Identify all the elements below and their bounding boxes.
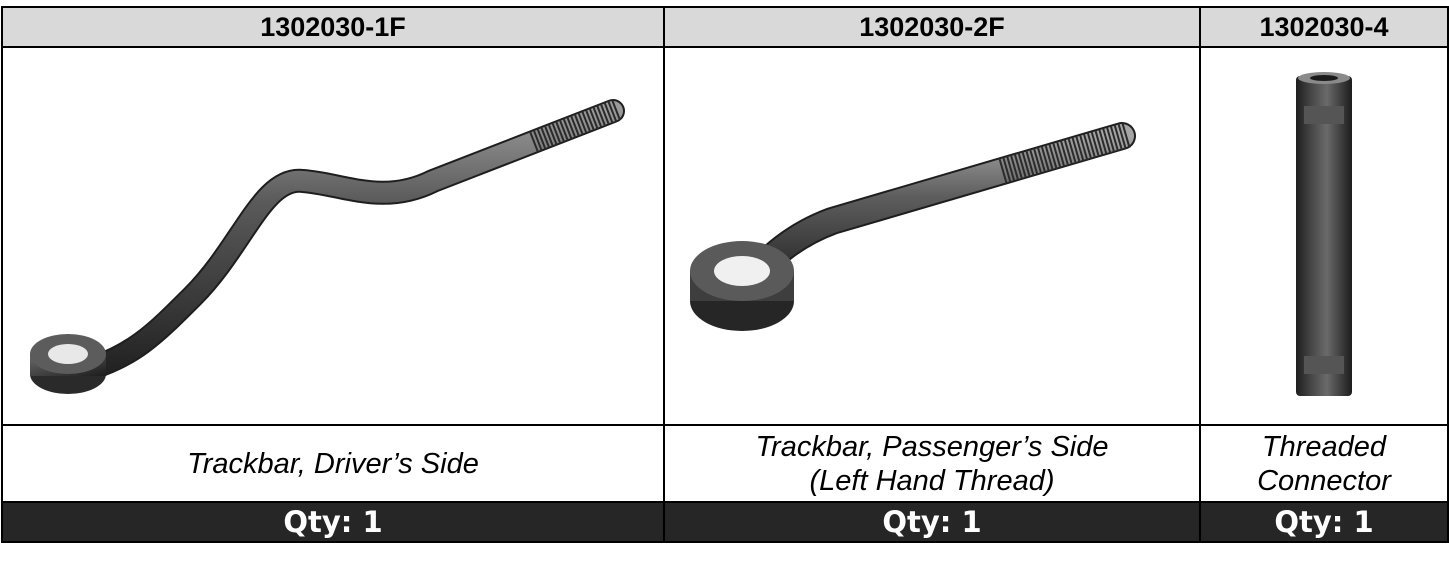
part-description-row: Trackbar, Driver’s Side Trackbar, Passen… bbox=[1, 424, 1449, 503]
description-line: Threaded bbox=[1261, 430, 1387, 463]
quantity-row: Qty: 1 Qty: 1 Qty: 1 bbox=[1, 501, 1449, 543]
description-line: Trackbar, Driver’s Side bbox=[187, 447, 479, 480]
part-number-header: 1302030-2F bbox=[663, 6, 1201, 48]
description-line: (Left Hand Thread) bbox=[809, 464, 1055, 497]
quantity-label: Qty: 1 bbox=[1199, 501, 1449, 543]
part-number-header: 1302030-4 bbox=[1199, 6, 1449, 48]
trackbar-passenger-side-image bbox=[690, 122, 1136, 331]
part-image-cell bbox=[663, 46, 1201, 426]
part-description: Trackbar, Passenger’s Side (Left Hand Th… bbox=[663, 424, 1201, 503]
part-number-header-row: 1302030-1F 1302030-2F 1302030-4 bbox=[1, 6, 1449, 48]
threaded-connector-image bbox=[1296, 72, 1352, 396]
part-image-row bbox=[1, 46, 1449, 426]
quantity-label: Qty: 1 bbox=[1, 501, 665, 543]
part-image-cell bbox=[1199, 46, 1449, 426]
description-line: Connector bbox=[1257, 464, 1391, 497]
quantity-label: Qty: 1 bbox=[663, 501, 1201, 543]
part-description: Threaded Connector bbox=[1199, 424, 1449, 503]
parts-table: 1302030-1F 1302030-2F 1302030-4 bbox=[1, 6, 1449, 543]
part-description: Trackbar, Driver’s Side bbox=[1, 424, 665, 503]
description-line: Trackbar, Passenger’s Side bbox=[755, 430, 1109, 463]
part-image-cell bbox=[1, 46, 665, 426]
trackbar-driver-side-image bbox=[30, 98, 625, 394]
part-number-header: 1302030-1F bbox=[1, 6, 665, 48]
